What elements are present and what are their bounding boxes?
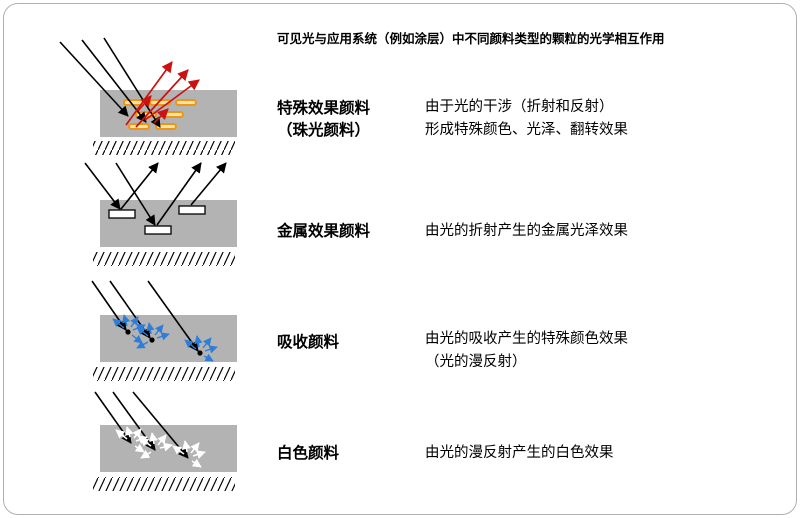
scattered-blue-rays (112, 314, 218, 362)
diagram-title: 可见光与应用系统（例如涂层）中不同颜料类型的颗粒的光学相互作用 (277, 31, 665, 46)
row-white-pigment: 白色颜料 由光的漫反射产生的白色效果 (0, 388, 800, 500)
absorbing-particles (125, 329, 203, 356)
pearlescent-interference-diagram (59, 37, 237, 155)
substrate (100, 200, 237, 247)
metal-flakes (108, 205, 206, 235)
pigment-label-metallic: 金属效果颜料 (277, 220, 427, 242)
pigment-label-special-effect: 特殊效果颜料 （珠光颜料） (277, 97, 427, 141)
substrate (100, 425, 237, 472)
pigment-label-white: 白色颜料 (277, 442, 427, 464)
description-line: 形成特殊颜色、光泽、翻转效果 (425, 122, 628, 138)
label-line: 白色颜料 (277, 444, 340, 462)
metallic-reflection-diagram (84, 162, 237, 266)
pigment-description-special-effect: 由于光的干涉（折射和反射） 形成特殊颜色、光泽、翻转效果 (425, 96, 770, 142)
ground-hatch (93, 367, 235, 381)
reflected-rays (84, 162, 227, 226)
row-special-effect-pigment: 特殊效果颜料 （珠光颜料） 由于光的干涉（折射和反射） 形成特殊颜色、光泽、翻转… (0, 30, 800, 160)
pigment-description-white: 由光的漫反射产生的白色效果 (425, 442, 770, 465)
label-line: 金属效果颜料 (277, 222, 371, 240)
label-line: 吸收颜料 (277, 333, 340, 351)
absorption-scatter-diagram (91, 280, 237, 381)
ground-hatch (93, 477, 235, 491)
interference-rays (125, 61, 200, 128)
scattered-white-rays (115, 426, 206, 468)
description-line: 由光的折射产生的金属光泽效果 (425, 223, 628, 239)
pigment-description-absorption: 由光的吸收产生的特殊颜色效果 （光的漫反射） (425, 328, 770, 374)
white-diffuse-reflection-diagram (93, 391, 237, 491)
description-line: 由光的吸收产生的特殊颜色效果 (425, 331, 628, 347)
ground-hatch (93, 252, 235, 266)
ground-hatch (93, 141, 235, 155)
label-line: 特殊效果颜料 (277, 99, 371, 117)
description-line: （光的漫反射） (425, 354, 527, 370)
label-line: （珠光颜料） (277, 121, 371, 139)
pigment-description-metallic: 由光的折射产生的金属光泽效果 (425, 220, 770, 243)
row-metallic-effect-pigment: 金属效果颜料 由光的折射产生的金属光泽效果 (0, 160, 800, 275)
description-line: 由光的漫反射产生的白色效果 (425, 445, 614, 461)
row-absorption-pigment: 吸收颜料 由光的吸收产生的特殊颜色效果 （光的漫反射） (0, 275, 800, 390)
pigment-label-absorption: 吸收颜料 (277, 331, 427, 353)
description-line: 由于光的干涉（折射和反射） (425, 99, 614, 115)
